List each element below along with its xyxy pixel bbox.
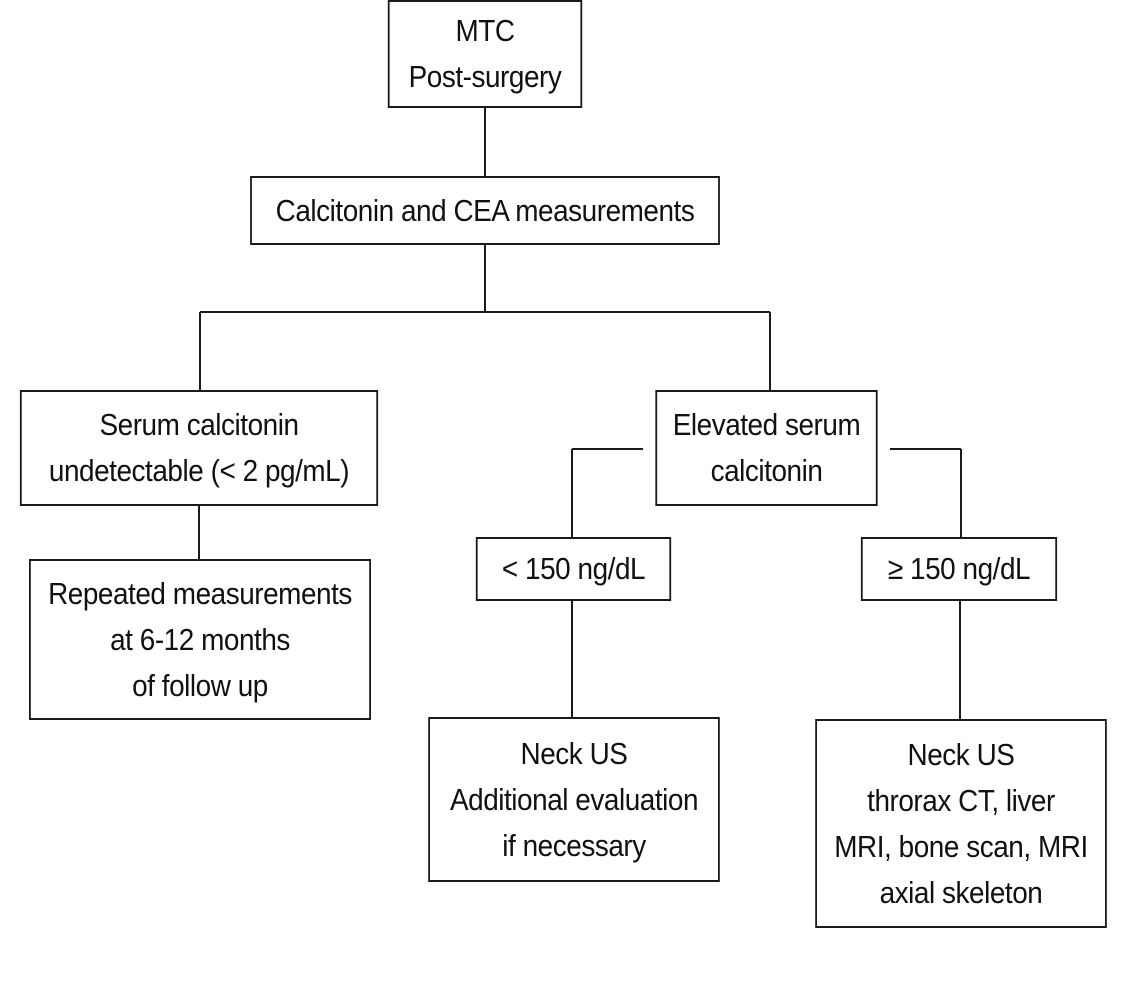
node-undetectable-line-2: undetectable (< 2 pg/mL)	[48, 453, 350, 488]
node-repeated-line-3: of follow up	[132, 667, 268, 703]
node-at-least-150-threshold: ≥ 150 ng/dL	[860, 537, 1058, 601]
node-elevated-serum-calcitonin: Elevated serum calcitonin	[655, 390, 878, 506]
node-neck-us-additional-evaluation: Neck US Additional evaluation if necessa…	[428, 717, 720, 882]
node-serum-calcitonin-undetectable: Serum calcitonin undetectable (< 2 pg/mL…	[19, 390, 379, 506]
node-low-action-line-3: if necessary	[502, 827, 646, 863]
node-mtc-post-surgery: MTC Post-surgery	[387, 0, 583, 108]
node-mtc-line-2: Post-surgery	[408, 59, 562, 94]
node-low-action-line-1: Neck US	[520, 735, 628, 771]
node-measurements-line-1: Calcitonin and CEA measurements	[275, 192, 695, 228]
node-repeated-line-1: Repeated measurements	[48, 575, 352, 611]
node-high-action-line-1: Neck US	[907, 736, 1015, 772]
node-high-action-line-2: throrax CT, liver	[867, 782, 1055, 818]
node-mtc-line-1: MTC	[455, 13, 515, 48]
node-calcitonin-cea-measurements: Calcitonin and CEA measurements	[250, 176, 720, 245]
node-high-action-line-3: MRI, bone scan, MRI	[834, 828, 1088, 864]
node-low-threshold-line-1: < 150 ng/dL	[501, 551, 646, 586]
node-elevated-line-2: calcitonin	[710, 453, 823, 488]
node-undetectable-line-1: Serum calcitonin	[99, 407, 299, 442]
node-below-150-threshold: < 150 ng/dL	[475, 537, 672, 601]
node-low-action-line-2: Additional evaluation	[449, 781, 699, 817]
node-repeated-measurements: Repeated measurements at 6-12 months of …	[29, 559, 371, 720]
node-high-action-line-4: axial skeleton	[879, 874, 1043, 910]
node-high-threshold-line-1: ≥ 150 ng/dL	[887, 551, 1031, 586]
node-elevated-line-1: Elevated serum	[672, 407, 861, 442]
node-repeated-line-2: at 6-12 months	[110, 621, 290, 657]
node-neck-us-imaging-workup: Neck US throrax CT, liver MRI, bone scan…	[815, 719, 1107, 928]
